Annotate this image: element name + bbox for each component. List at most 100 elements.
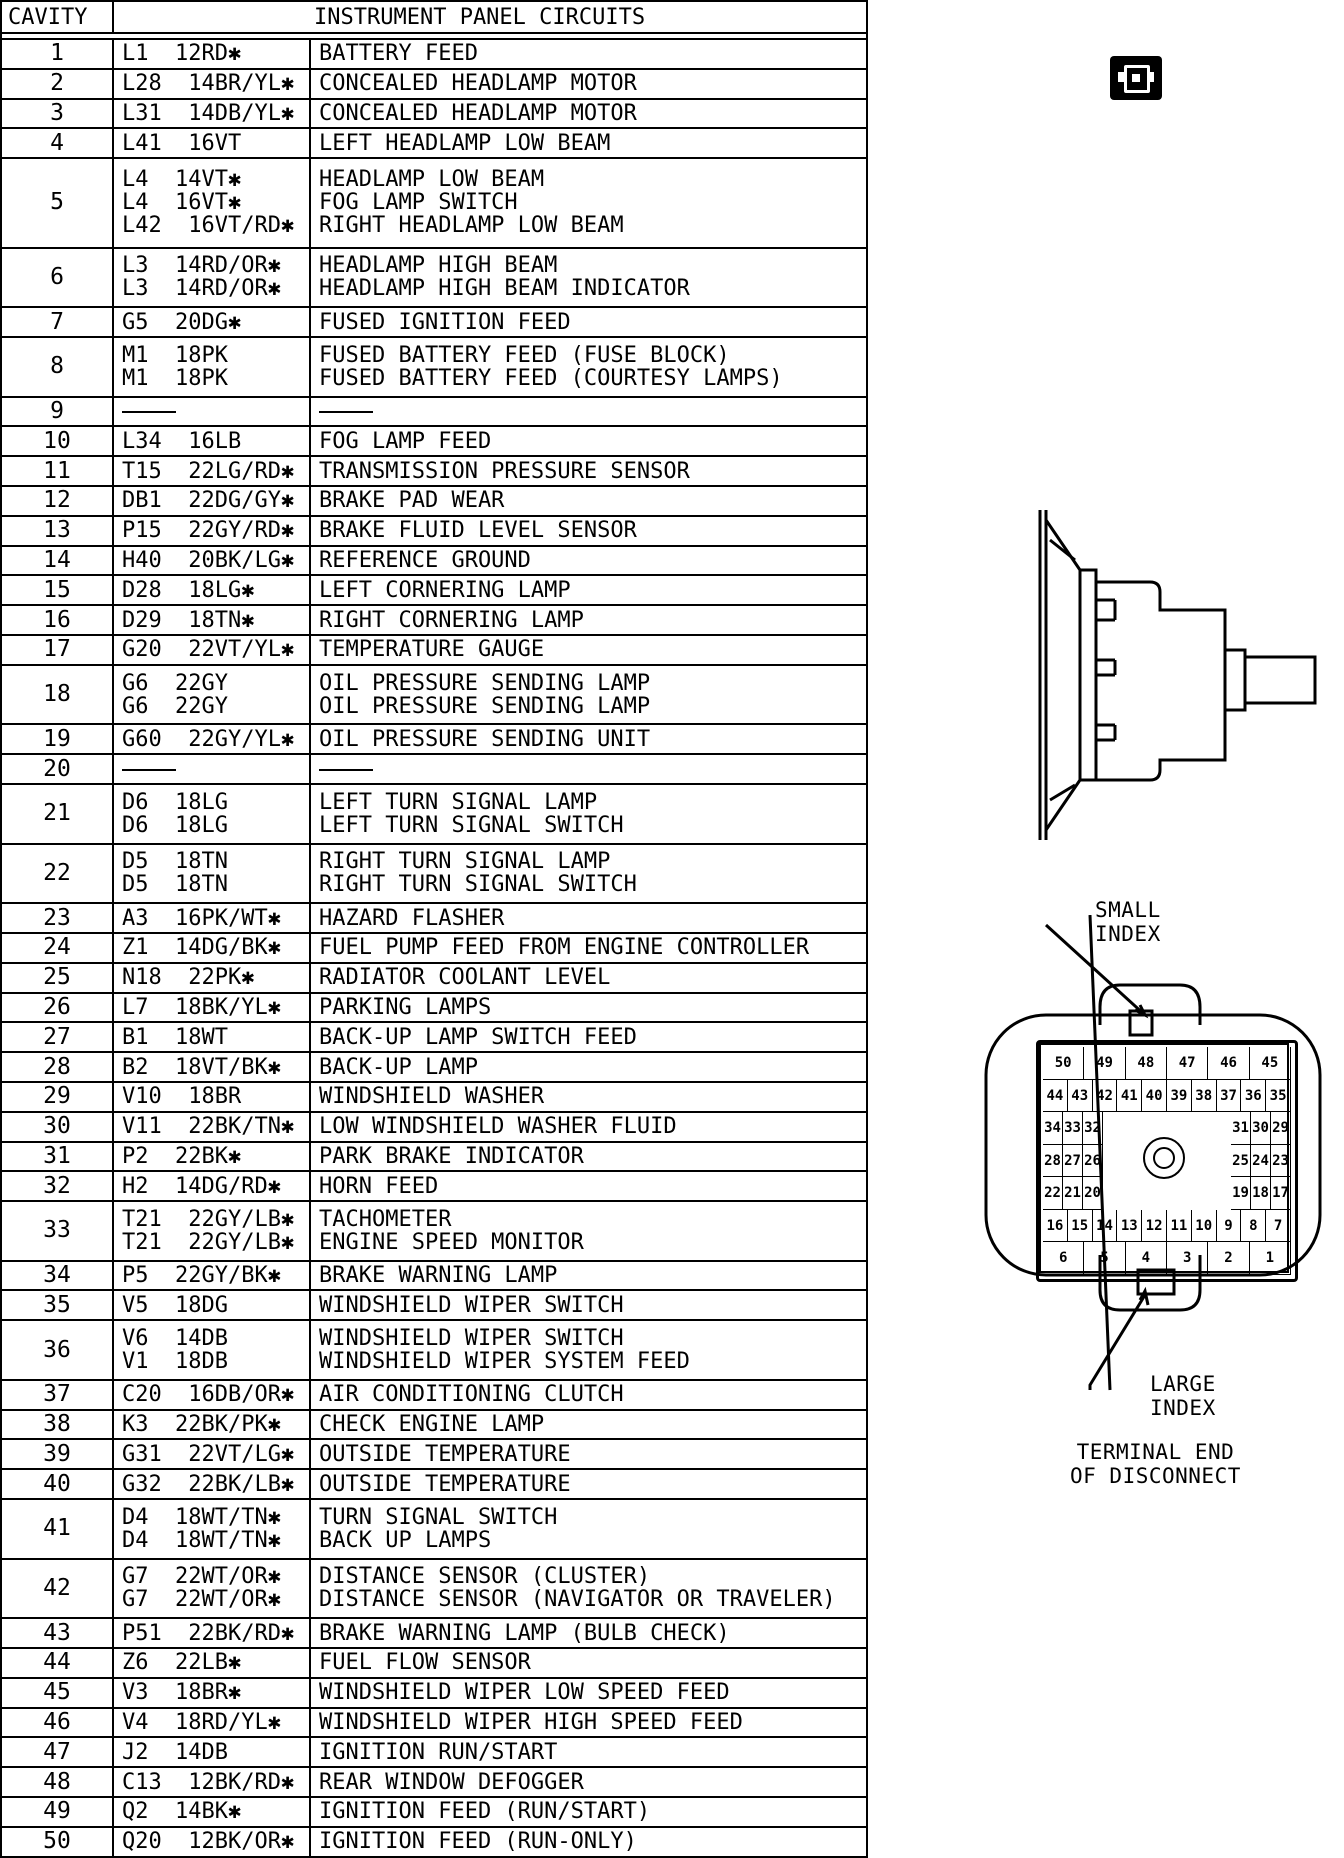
- wire-code: H2 14DG/RD✱: [112, 1170, 311, 1203]
- circuit-function-line: RIGHT CORNERING LAMP: [319, 607, 584, 633]
- cavity-number: 27: [0, 1021, 114, 1054]
- pin-label: 3: [1167, 1242, 1209, 1275]
- wire-code: L28 14BR/YL✱: [112, 67, 311, 100]
- circuit-function-line: BRAKE PAD WEAR: [319, 488, 505, 514]
- pin-label: 33: [1063, 1112, 1083, 1145]
- circuit-function-line: HAZARD FLASHER: [319, 905, 505, 931]
- circuit-function-line: HORN FEED: [319, 1173, 439, 1199]
- cavity-number: 43: [0, 1617, 114, 1650]
- pin-label: 39: [1167, 1079, 1192, 1113]
- wire-code: P2 22BK✱: [112, 1140, 311, 1173]
- wire-code-line: C20 16DB/OR✱: [122, 1382, 295, 1408]
- circuit-function: CONCEALED HEADLAMP MOTOR: [308, 97, 869, 130]
- wire-code-line: G20 22VT/YL✱: [122, 637, 295, 663]
- cavity-number: 18: [0, 663, 114, 726]
- circuit-function-line: HEADLAMP HIGH BEAM INDICATOR: [319, 276, 690, 302]
- circuit-function: FUSED BATTERY FEED (FUSE BLOCK)FUSED BAT…: [308, 335, 869, 398]
- circuit-function-line: PARK BRAKE INDICATOR: [319, 1143, 584, 1169]
- circuit-function: OUTSIDE TEMPERATURE: [308, 1468, 869, 1501]
- cavity-number: 19: [0, 723, 114, 756]
- wire-code-line: Q2 14BK✱: [122, 1799, 242, 1825]
- wire-code-line: D6 18LG: [122, 789, 228, 815]
- pin-label: 1: [1249, 1242, 1291, 1275]
- circuit-function: BACK-UP LAMP SWITCH FEED: [308, 1021, 869, 1054]
- circuit-function-line: PARKING LAMPS: [319, 994, 492, 1020]
- pin-label: 10: [1191, 1209, 1217, 1243]
- cavity-number: 42: [0, 1557, 114, 1620]
- circuit-function: BRAKE WARNING LAMP: [308, 1259, 869, 1292]
- pin-label: 9: [1216, 1209, 1242, 1243]
- wire-code-line: V5 18DG: [122, 1292, 228, 1318]
- wire-code: V10 18BR: [112, 1080, 311, 1113]
- connector-icon: [1110, 56, 1162, 100]
- cavity-number: 22: [0, 842, 114, 905]
- circuit-function: PARK BRAKE INDICATOR: [308, 1140, 869, 1173]
- cavity-number: 17: [0, 633, 114, 666]
- circuit-function: WINDSHIELD WIPER HIGH SPEED FEED: [308, 1706, 869, 1739]
- wire-code-line: T21 22GY/LB✱: [122, 1229, 295, 1255]
- wire-code-line: D4 18WT/TN✱: [122, 1527, 281, 1553]
- cavity-number: 16: [0, 604, 114, 636]
- cavity-number: 34: [0, 1259, 114, 1292]
- wire-code: T21 22GY/LB✱T21 22GY/LB✱: [112, 1200, 311, 1262]
- wire-code: V11 22BK/TN✱: [112, 1110, 311, 1143]
- pin-label: 8: [1241, 1209, 1267, 1243]
- pin-label: 14: [1092, 1209, 1118, 1243]
- wire-code: DB1 22DG/GY✱: [112, 484, 311, 517]
- wire-code-line: L3 14RD/OR✱: [122, 276, 281, 302]
- wire-code-line: V4 18RD/YL✱: [122, 1710, 281, 1736]
- wire-code-line: DB1 22DG/GY✱: [122, 488, 295, 514]
- cavity-number: 23: [0, 902, 114, 934]
- circuit-function-line: FOG LAMP FEED: [319, 428, 492, 454]
- wire-code-line: G60 22GY/YL✱: [122, 726, 295, 752]
- pin-label: 50: [1043, 1047, 1085, 1080]
- terminal-face-outline: [984, 915, 1322, 1391]
- circuit-function-line: TEMPERATURE GAUGE: [319, 637, 545, 663]
- circuit-function: LEFT HEADLAMP LOW BEAM: [308, 127, 869, 160]
- pin-label: 12: [1142, 1209, 1167, 1243]
- cavity-number: 4: [0, 127, 114, 160]
- circuit-function-line: [319, 758, 865, 781]
- circuit-function-line: BRAKE FLUID LEVEL SENSOR: [319, 518, 637, 544]
- circuit-function-line: FUSED IGNITION FEED: [319, 309, 571, 335]
- cavity-number: 45: [0, 1676, 114, 1709]
- circuit-function-line: OIL PRESSURE SENDING LAMP: [319, 670, 651, 696]
- small-index-label: SMALL INDEX: [1095, 898, 1161, 946]
- circuit-function: OIL PRESSURE SENDING UNIT: [308, 723, 869, 756]
- wire-code-line: Q20 12BK/OR✱: [122, 1829, 295, 1855]
- wire-code-line: M1 18PK: [122, 342, 228, 368]
- circuit-function-line: FUEL FLOW SENSOR: [319, 1650, 531, 1676]
- circuit-function: LOW WINDSHIELD WASHER FLUID: [308, 1110, 869, 1143]
- wire-code-line: D28 18LG✱: [122, 577, 255, 603]
- circuit-function: TEMPERATURE GAUGE: [308, 633, 869, 666]
- cavity-number: 1: [0, 38, 114, 70]
- circuit-function-line: DISTANCE SENSOR (NAVIGATOR OR TRAVELER): [319, 1587, 836, 1613]
- circuit-function-line: BACK-UP LAMP: [319, 1054, 478, 1080]
- circuit-function-line: BRAKE WARNING LAMP: [319, 1263, 558, 1289]
- cavity-number: 10: [0, 425, 114, 458]
- cavity-number: 20: [0, 753, 114, 785]
- wire-code-line: V11 22BK/TN✱: [122, 1114, 295, 1140]
- wire-code: C13 12BK/RD✱: [112, 1766, 311, 1799]
- wire-code-line: G31 22VT/LG✱: [122, 1441, 295, 1467]
- wire-code: L1 12RD✱: [112, 38, 311, 70]
- wire-code-line: P2 22BK✱: [122, 1143, 242, 1169]
- wire-code-line: [122, 400, 308, 423]
